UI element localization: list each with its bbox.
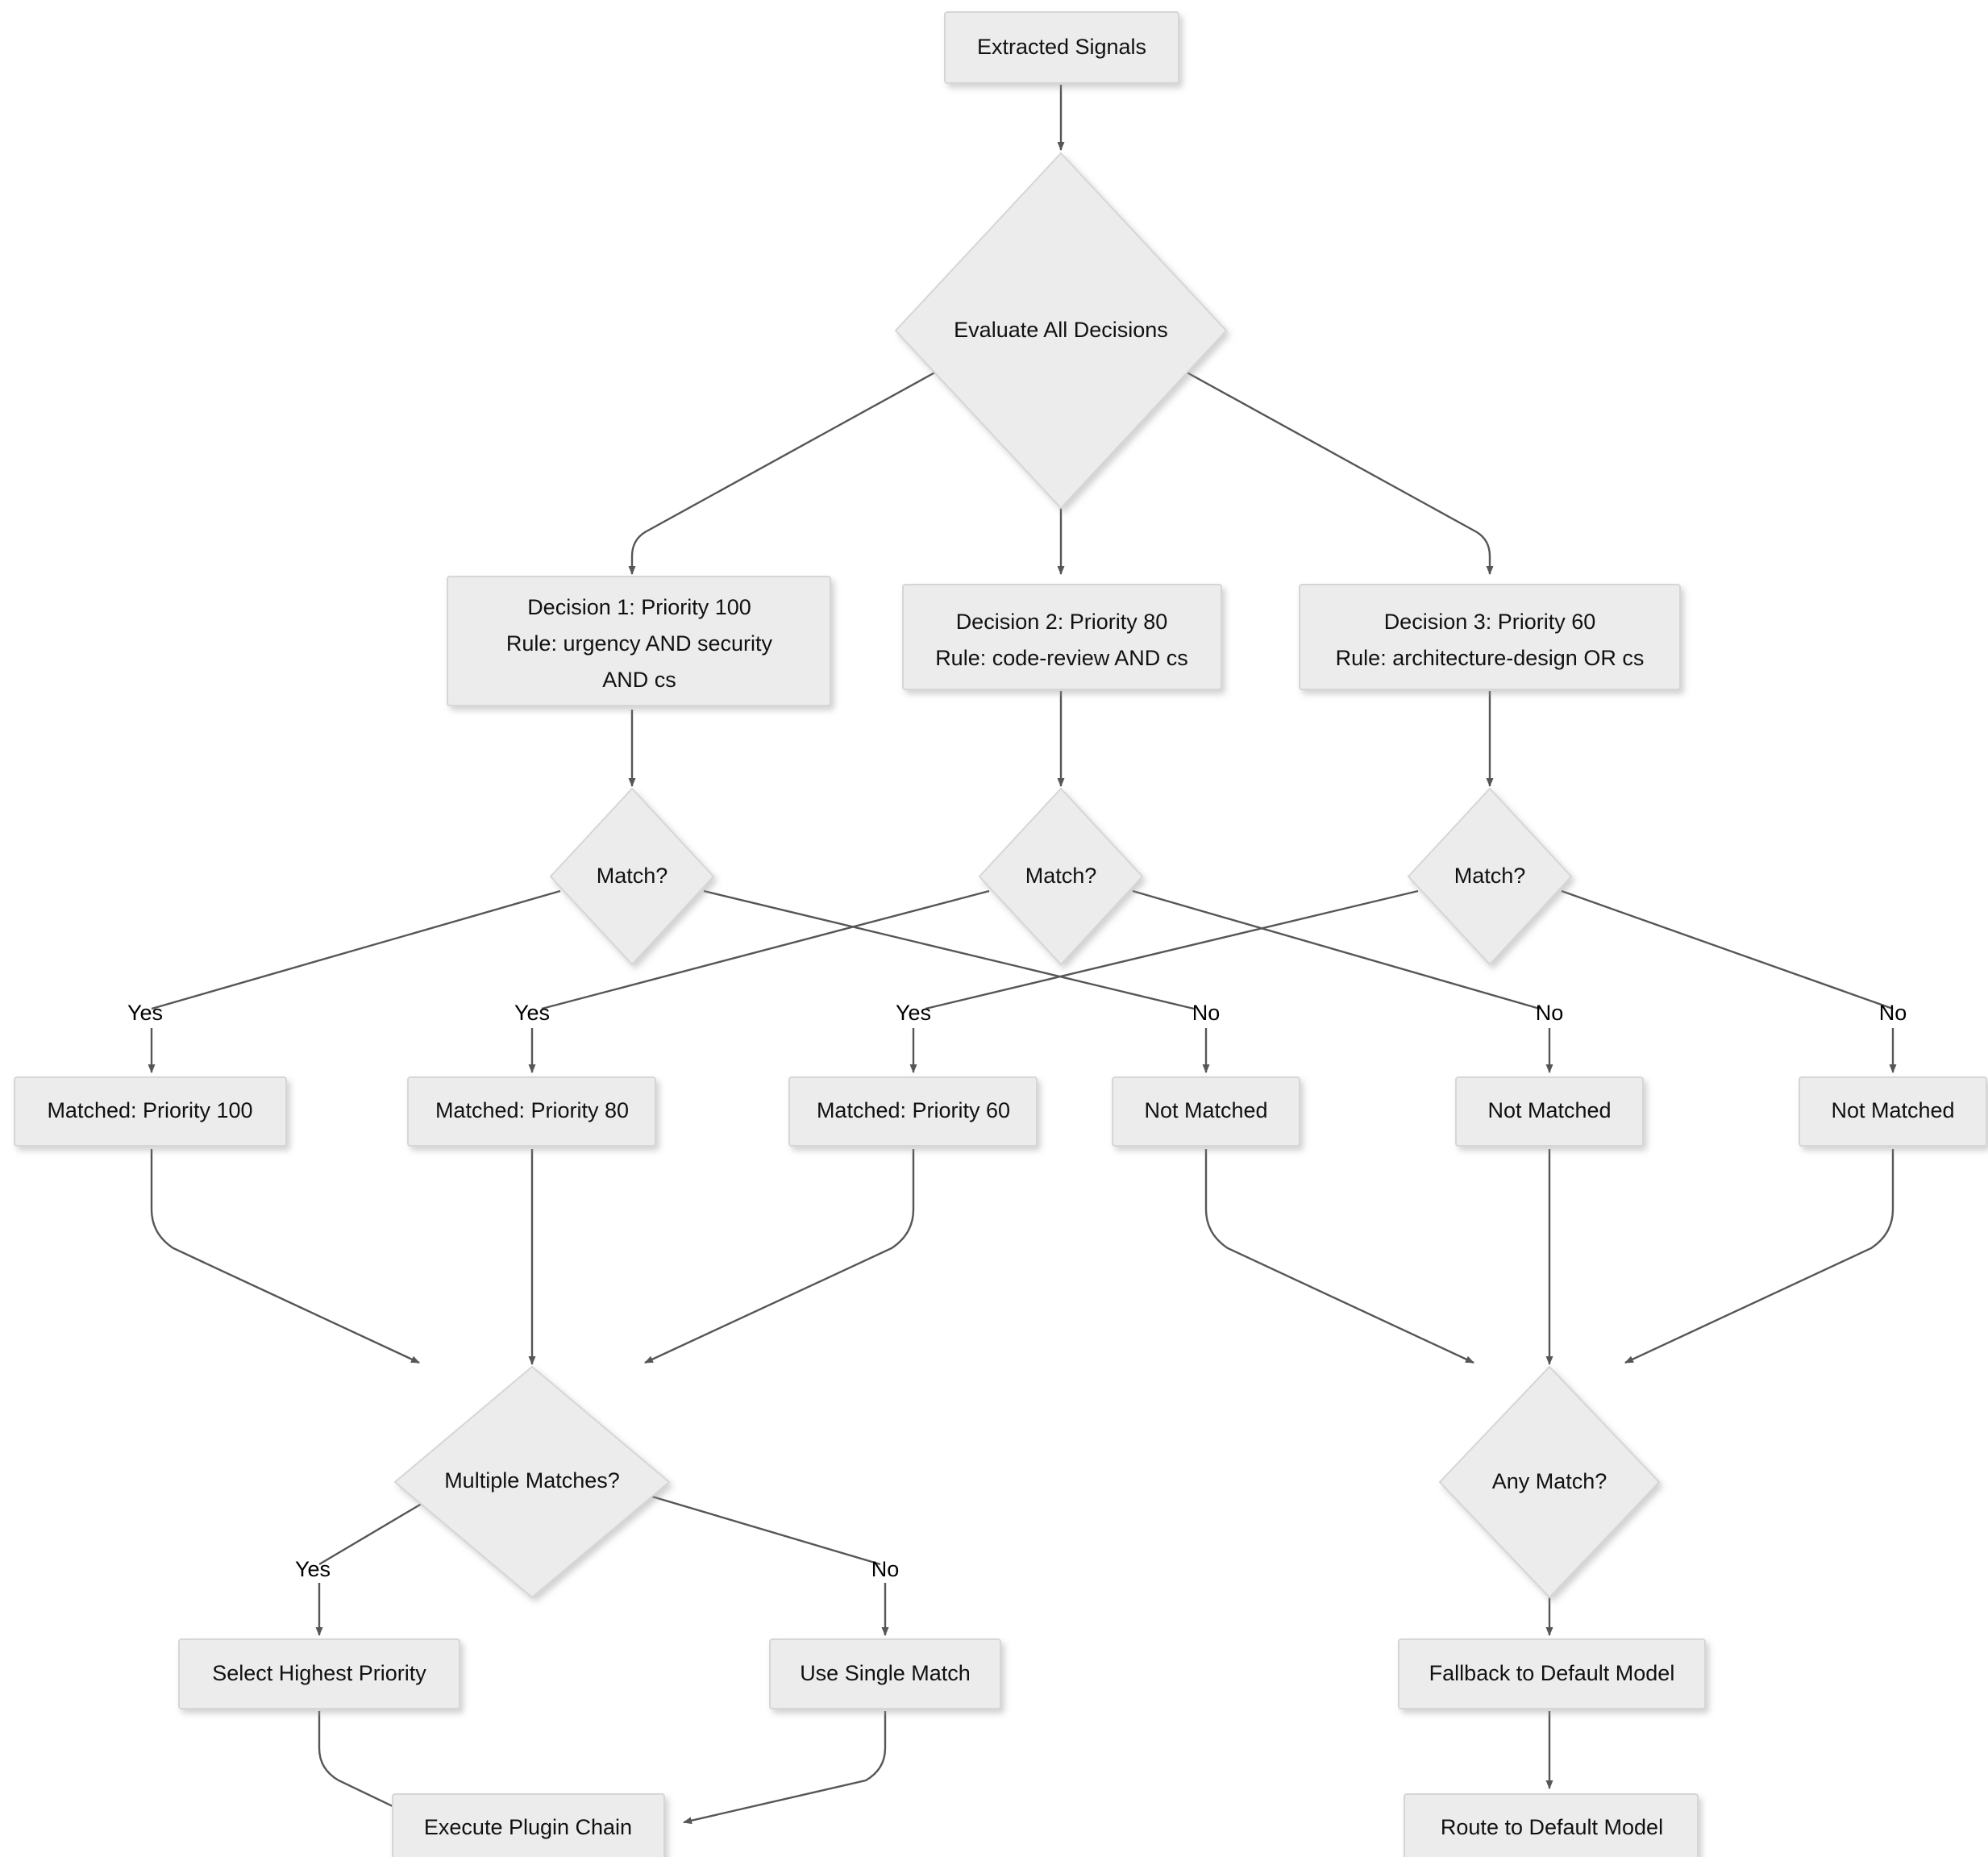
node-decision-1[interactable]: Decision 1: Priority 100 Rule: urgency A…	[447, 576, 831, 706]
node-label-use-single-match: Use Single Match	[800, 1661, 971, 1685]
node-label-extracted-signals: Extracted Signals	[977, 35, 1146, 59]
node-label-fallback-to-default-model: Fallback to Default Model	[1429, 1661, 1675, 1685]
node-fallback-to-default-model[interactable]: Fallback to Default Model	[1398, 1638, 1706, 1709]
node-extracted-signals[interactable]: Extracted Signals	[944, 11, 1179, 84]
edge-evaluate-to-decision3	[1166, 360, 1494, 575]
edge-label-match3-no: No	[1879, 1001, 1907, 1025]
node-not-matched-1[interactable]: Not Matched	[1112, 1076, 1300, 1147]
node-label-not-matched-2: Not Matched	[1487, 1098, 1611, 1122]
node-match-1[interactable]: Match?	[549, 787, 715, 966]
node-matched-priority-60[interactable]: Matched: Priority 60	[788, 1076, 1038, 1147]
node-label-decision-1-line-2: Rule: urgency AND security	[506, 631, 773, 656]
edge-matched60-to-multiple	[644, 1149, 915, 1364]
node-match-3[interactable]: Match?	[1407, 787, 1573, 966]
edge-label-multiple-yes: Yes	[295, 1557, 331, 1581]
node-label-decision-3-line-2: Rule: architecture-design OR cs	[1336, 646, 1645, 670]
node-label-execute-plugin-chain: Execute Plugin Chain	[424, 1815, 632, 1839]
node-label-match-1: Match?	[597, 864, 668, 888]
node-multiple-matches[interactable]	[393, 1365, 671, 1599]
node-label-not-matched-3: Not Matched	[1831, 1098, 1954, 1122]
node-label-decision-3-line-1: Decision 3: Priority 60	[1384, 610, 1596, 634]
node-decision-3[interactable]: Decision 3: Priority 60 Rule: architectu…	[1299, 584, 1681, 690]
edge-match3-no	[1561, 889, 1894, 1010]
edge-label-match2-no: No	[1536, 1001, 1564, 1025]
node-label-any-match: Any Match?	[1492, 1469, 1607, 1493]
node-label-route-to-default-model: Route to Default Model	[1441, 1815, 1663, 1839]
node-label-decision-2-line-1: Decision 2: Priority 80	[956, 610, 1168, 634]
node-layer: Extracted Signals Evaluate All Decisions…	[14, 11, 1987, 1857]
node-matched-priority-100[interactable]: Matched: Priority 100	[14, 1076, 287, 1147]
node-label-decision-1-line-3: AND cs	[602, 668, 676, 692]
edge-match3-yes	[925, 889, 1419, 1010]
node-route-to-default-model[interactable]: Route to Default Model	[1404, 1793, 1699, 1857]
edge-evaluate-to-decision1	[628, 360, 956, 575]
edge-match2-no	[1132, 889, 1541, 1010]
edge-label-match3-yes: Yes	[896, 1001, 931, 1025]
edge-match1-yes	[151, 889, 561, 1010]
edge-layer	[148, 85, 1897, 1825]
edge-label-match2-yes: Yes	[514, 1001, 550, 1025]
node-label-evaluate-all-decisions: Evaluate All Decisions	[954, 318, 1168, 342]
node-select-highest-priority[interactable]: Select Highest Priority	[178, 1638, 460, 1709]
edge-label-match1-no: No	[1192, 1001, 1221, 1025]
node-not-matched-2[interactable]: Not Matched	[1455, 1076, 1644, 1147]
node-not-matched-3[interactable]: Not Matched	[1799, 1076, 1987, 1147]
node-label-match-2: Match?	[1025, 864, 1097, 888]
edge-label-multiple-no: No	[871, 1557, 900, 1581]
edge-selecthighest-to-execute	[318, 1711, 414, 1817]
node-label-match-3: Match?	[1454, 864, 1526, 888]
node-any-match[interactable]: Any Match?	[1438, 1365, 1661, 1599]
edge-notmatched3-to-anymatch	[1624, 1149, 1894, 1364]
node-label-matched-priority-60: Matched: Priority 60	[817, 1098, 1010, 1122]
node-use-single-match[interactable]: Use Single Match	[769, 1638, 1001, 1709]
node-label-matched-priority-80: Matched: Priority 80	[435, 1098, 629, 1122]
node-evaluate-all-decisions[interactable]: Evaluate All Decisions	[894, 152, 1228, 510]
node-label-not-matched-1: Not Matched	[1144, 1098, 1267, 1122]
edge-label-match1-yes: Yes	[127, 1001, 163, 1025]
edge-usesingle-to-execute	[683, 1711, 887, 1825]
node-label-multiple-matches: Multiple Matches?	[444, 1468, 620, 1493]
node-label-decision-1-line-1: Decision 1: Priority 100	[527, 595, 751, 619]
edge-multiple-no	[608, 1482, 881, 1566]
node-matched-priority-80[interactable]: Matched: Priority 80	[407, 1076, 656, 1147]
node-label-matched-priority-100: Matched: Priority 100	[47, 1098, 252, 1122]
edge-match2-yes	[541, 889, 990, 1010]
node-decision-2[interactable]: Decision 2: Priority 80 Rule: code-revie…	[902, 584, 1222, 690]
node-execute-plugin-chain[interactable]: Execute Plugin Chain	[392, 1793, 665, 1857]
edge-matched100-to-multiple	[150, 1149, 420, 1364]
edge-match1-no	[703, 889, 1195, 1010]
edge-notmatched1-to-anymatch	[1204, 1149, 1474, 1364]
node-label-select-highest-priority: Select Highest Priority	[212, 1661, 426, 1685]
node-match-2[interactable]: Match?	[978, 787, 1144, 966]
node-label-decision-2-line-2: Rule: code-review AND cs	[935, 646, 1188, 670]
